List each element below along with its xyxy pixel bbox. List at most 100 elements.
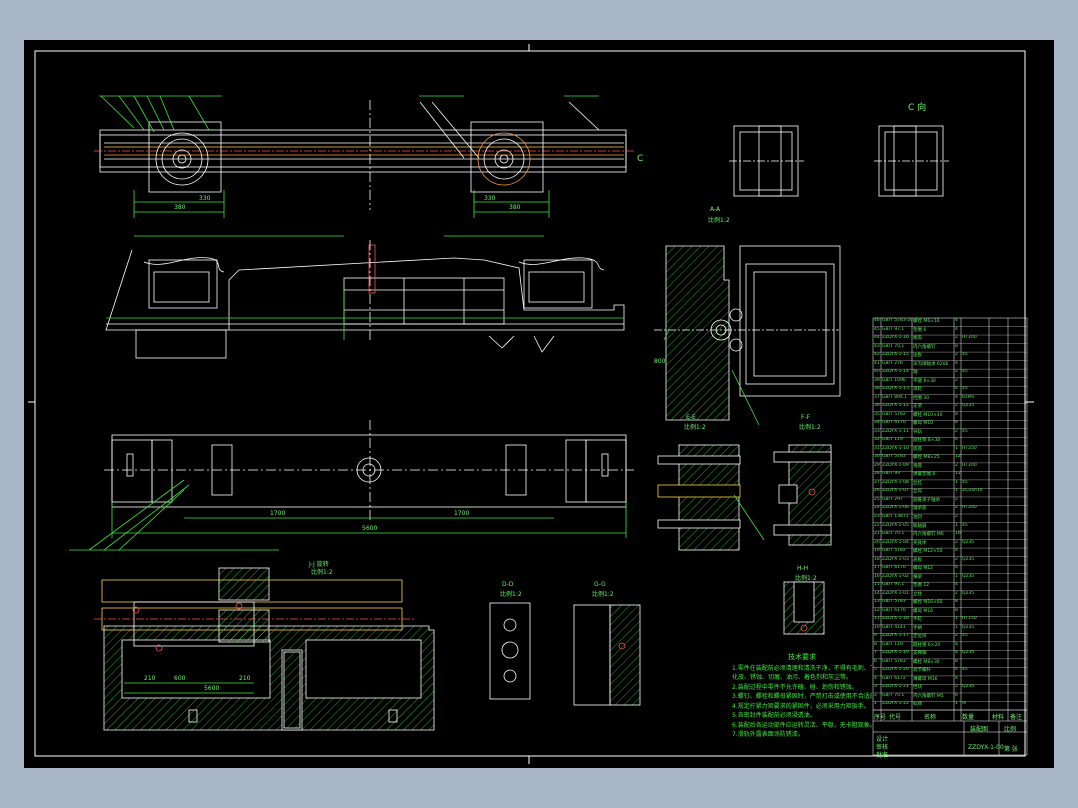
dim-top-left-a: 380 — [174, 204, 186, 211]
bom-cell: Q235 — [962, 590, 975, 596]
bom-cell: 11 — [874, 616, 880, 622]
bom-cell: 2 — [955, 590, 958, 596]
dim-overall: 5600 — [362, 525, 378, 532]
bom-cell: 4 — [955, 386, 958, 392]
bom-cell: 45 — [962, 428, 968, 434]
bom-cell: 38 — [874, 386, 880, 392]
bom-cell: 4 — [955, 360, 958, 366]
bom-cell: 40 — [874, 369, 880, 375]
notes-line: 4.规定拧紧力矩要求的紧固件，必须采用力矩扳手。 — [732, 702, 870, 710]
bom-cell: 45 — [962, 369, 968, 375]
bom-cell: 4 — [955, 641, 958, 647]
notes-title: 技术要求 — [788, 653, 816, 661]
notes-line: 3.螺钉、螺栓和螺母紧固时，严禁打击或使用不合适的旋具和扳手。 — [732, 693, 872, 700]
bom-cell: 2 — [955, 462, 958, 468]
bom-cell: 9 — [874, 633, 877, 639]
bom-cell: Al — [962, 701, 967, 707]
bom-header-name: 名称 — [924, 714, 937, 721]
bom-cell: GB/T 894.1 — [882, 394, 908, 400]
bom-cell: 螺栓 M8×25 — [913, 455, 940, 461]
bom-cell: 丝母 — [913, 489, 922, 495]
notes-line: 7.滑轨外露表面涂防锈漆。 — [732, 731, 804, 738]
bom-cell: ZZDYX-1-18 — [882, 616, 909, 622]
bom-cell: 18 — [874, 556, 880, 562]
bom-cell: 2 — [955, 539, 958, 545]
bom-cell: GB/T 93 — [882, 471, 900, 477]
ef-section-views — [657, 444, 832, 551]
bom-cell: 手轮 — [913, 617, 922, 623]
bom-cell: 螺母 M12 — [913, 566, 934, 572]
bom-cell: 2 — [955, 684, 958, 690]
bom-cell: ZZDYX-1-03 — [882, 556, 909, 562]
bom-cell: 2 — [874, 692, 877, 698]
bom-cell: 41 — [874, 360, 880, 366]
bom-cell: 4 — [955, 548, 958, 554]
bom-cell: 8 — [955, 658, 958, 664]
c-view — [729, 125, 949, 197]
bom-cell: GB/T 5783-2000 — [882, 318, 912, 323]
d-section-label: D-D — [502, 581, 514, 588]
bom-cell: 22 — [874, 522, 880, 528]
bom-cell: 螺母 M16 — [913, 608, 934, 614]
bom-cell: 12 — [955, 454, 961, 460]
bom-cell: 8 — [955, 343, 958, 349]
a-section-scale: 比例1:2 — [708, 217, 730, 224]
bom-cell: ZZDYX-1-05 — [882, 522, 909, 528]
bom-cell: 2 — [955, 377, 958, 383]
bom-cell: Q235 — [962, 573, 975, 579]
bom-cell: 12 — [874, 607, 880, 613]
bom-cell: ZZDYX-1-19 — [882, 650, 909, 656]
title-scale-label: 比例 — [1004, 726, 1017, 733]
bom-cell: 45 — [962, 633, 968, 639]
jj-section-label: J-J 旋转 — [309, 561, 329, 568]
bom-cell: 螺栓 M6×16 — [913, 319, 940, 324]
e-section-scale: 比例1:2 — [684, 424, 706, 431]
bom-cell: GB/T 276 — [882, 360, 903, 366]
bom-cell: 26 — [874, 488, 880, 494]
bom-cell: 23 — [874, 514, 880, 519]
bom-cell: 8 — [955, 607, 958, 613]
notes-line: 2.装配过程中零件不允许磕、碰、划伤和锈蚀。 — [732, 683, 858, 691]
bom-cell: 滚轮 — [913, 387, 922, 393]
bom-cell: HT200 — [962, 505, 977, 511]
bom-cell: 内六角螺钉 M5 — [913, 693, 944, 699]
bom-cell: HT150 — [962, 616, 977, 622]
bom-cell: 14 — [874, 590, 880, 596]
bom-cell: ZZDYX-1-07 — [882, 488, 909, 494]
bom-cell: 19 — [874, 548, 880, 554]
bom-cell: 27 — [874, 479, 880, 485]
bom-cell: GB/T 119 — [882, 437, 903, 443]
bom-cell: 2 — [955, 403, 958, 409]
bom-cell: 挡圈 30 — [913, 395, 930, 401]
bom-cell: 45 — [962, 386, 968, 392]
notes-line: 5.各密封件装配前必须浸透油。 — [732, 712, 816, 719]
bom-cell: 横梁 — [913, 574, 922, 580]
g-section-label: G-G — [594, 581, 606, 588]
bom-cell: 8 — [955, 420, 958, 426]
bom-cell: 弹簧垫圈 8 — [913, 472, 936, 478]
dim-top-left-b: 330 — [199, 195, 211, 202]
technical-notes: 技术要求 1.零件在装配前必须清理和清洗干净，不得有毛刺、飞边、氧 化皮、锈蚀、… — [732, 653, 872, 740]
bom-header-remark: 备注 — [1010, 714, 1023, 721]
bom-cell: 导轨 — [913, 429, 922, 435]
h-section-label: H-H — [797, 565, 809, 572]
bom-cell: 端盖 — [913, 336, 922, 342]
bom-cell: 1 — [955, 573, 958, 579]
